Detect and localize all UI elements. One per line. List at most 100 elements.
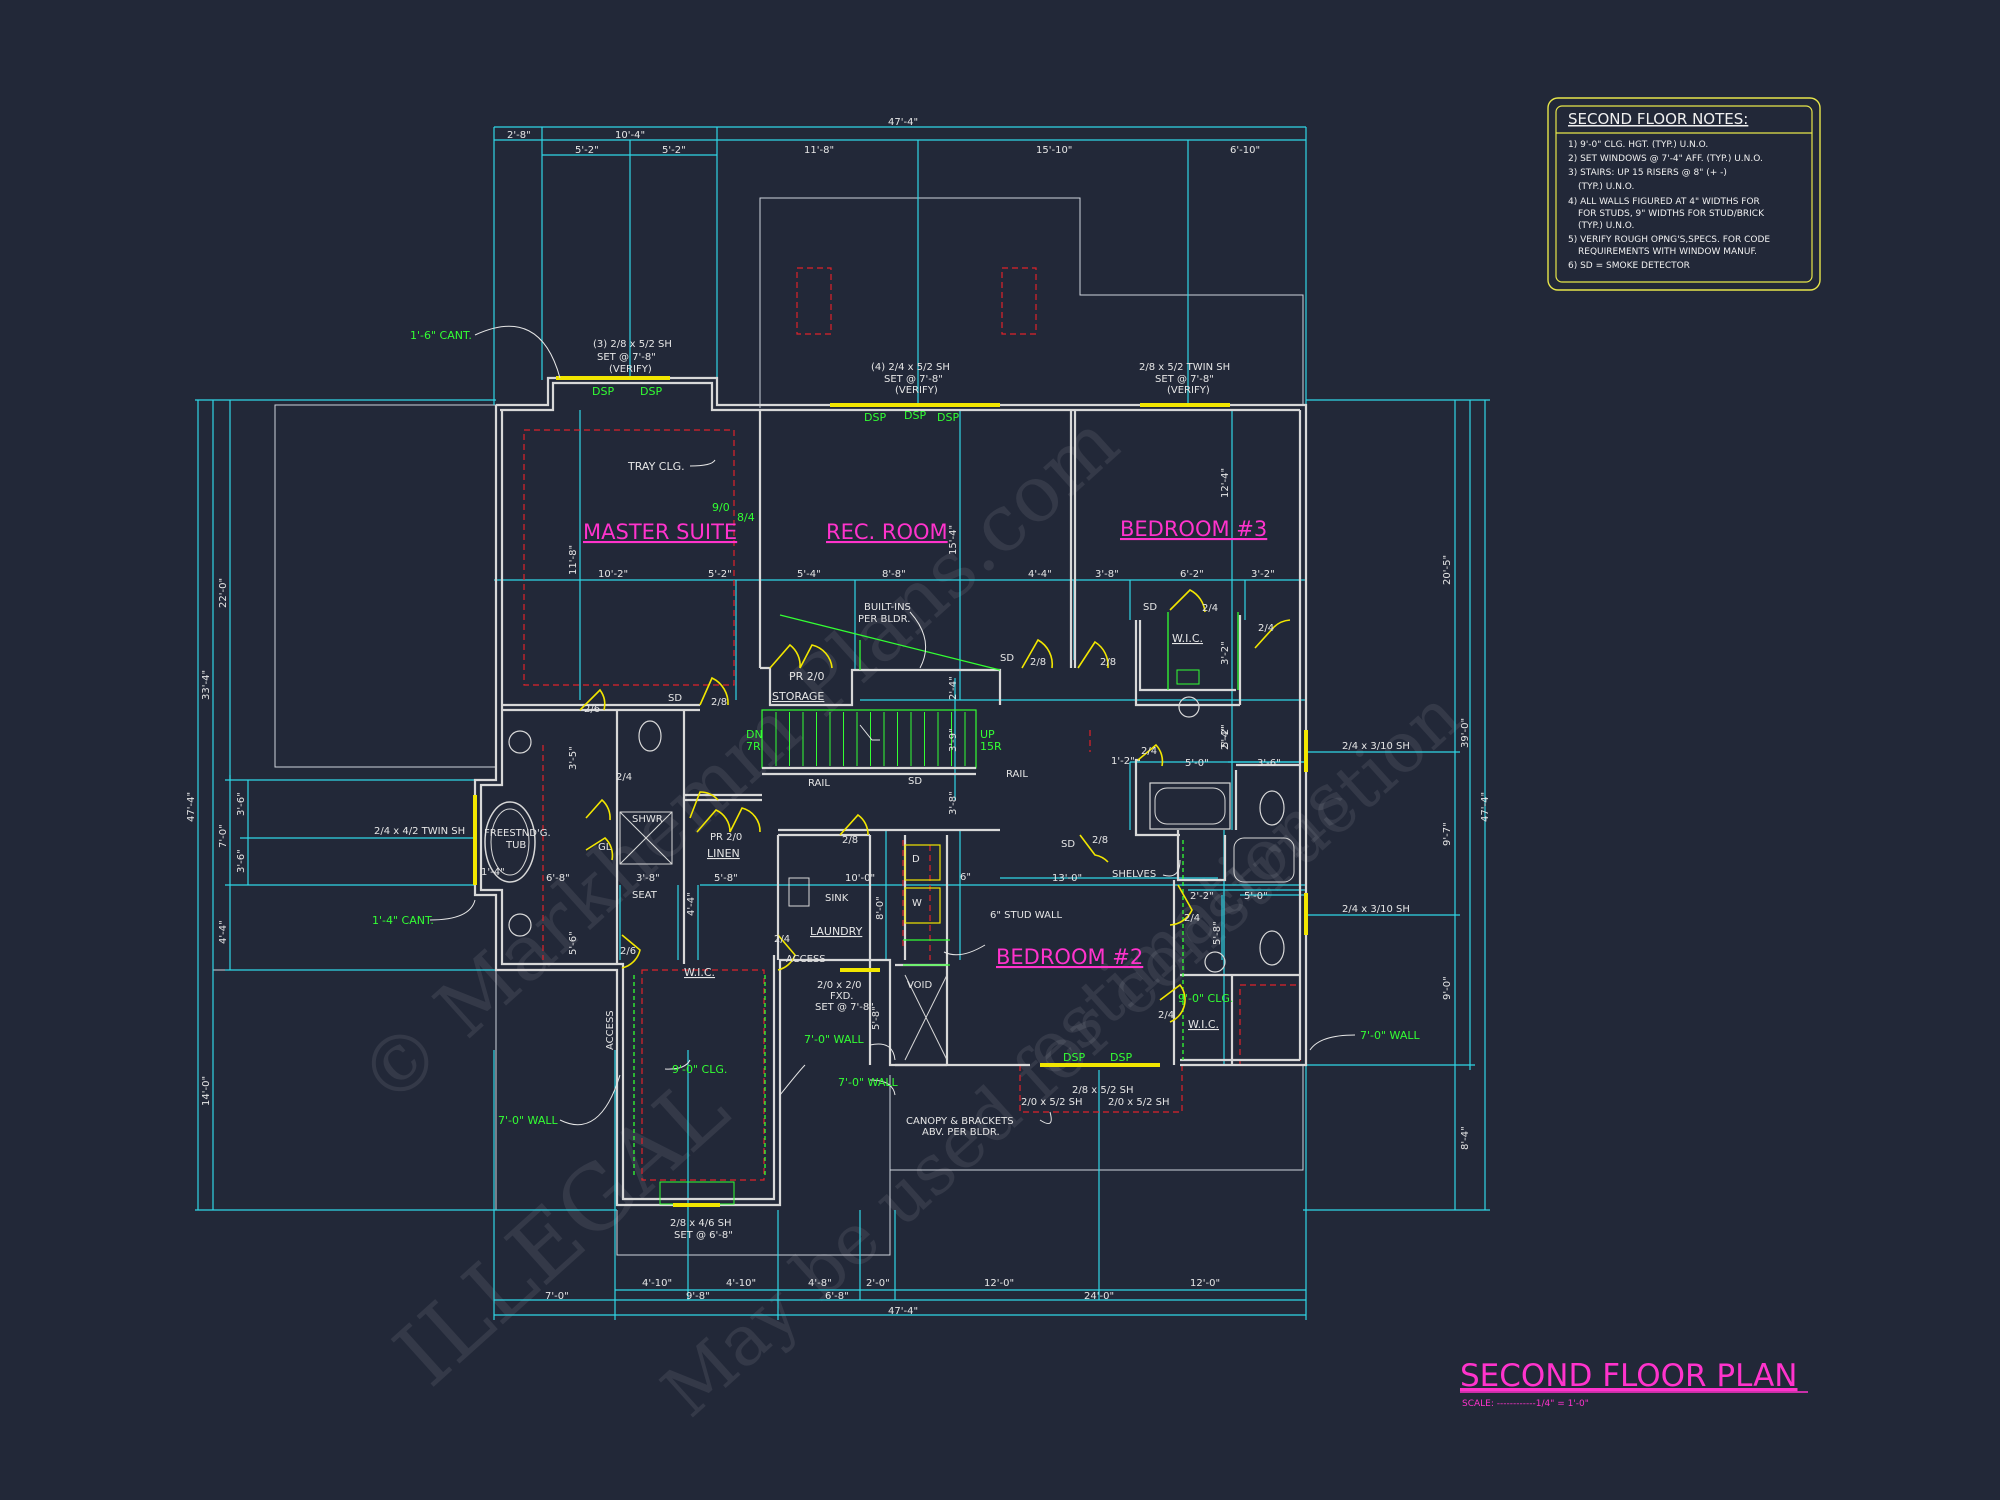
- dim-text: 4'-4": [218, 920, 229, 944]
- door-swing: [777, 934, 796, 971]
- note-line: 4) ALL WALLS FIGURED AT 4" WIDTHS FOR: [1568, 197, 1760, 207]
- door-callout: 2/8: [711, 697, 727, 708]
- label-rail-left: RAIL: [808, 778, 830, 789]
- note-line: REQUIREMENTS WITH WINDOW MANUF.: [1578, 247, 1757, 257]
- stair-arrow: [859, 724, 880, 741]
- room-rec-room: REC. ROOM: [826, 520, 948, 544]
- dim-text: 2'-8": [507, 130, 531, 141]
- dim-text: 11'-8": [568, 545, 579, 575]
- label-canopy1: CANOPY & BRACKETS: [906, 1116, 1014, 1127]
- door-callout: 2/8: [842, 835, 858, 846]
- label-tub: TUB: [505, 840, 526, 851]
- plan-scale: SCALE: ------------1/4" = 1'-0": [1462, 1399, 1589, 1409]
- dim-top-total: 47'-4": [888, 117, 918, 128]
- fixtures: [484, 612, 1295, 1205]
- door-swing: [1137, 743, 1164, 767]
- dimension-lines: [195, 126, 1490, 1320]
- door-callout: 2/8: [1030, 657, 1046, 668]
- dim-text: 5'-0": [1244, 891, 1268, 902]
- door-swing: [621, 934, 641, 969]
- door-callouts: 2/6 2/8 2/8 2/8 2/4 2/4 2/8 2/4 2/6 2/4 …: [584, 501, 1274, 1021]
- label-shwr: SHWR: [632, 814, 663, 825]
- window-callout: 2/4 x 3/10 SH: [1342, 904, 1410, 915]
- window-callout: (VERIFY): [895, 385, 938, 396]
- label-glass: GL: [598, 842, 612, 853]
- window-callout: 2/4 x 3/10 SH: [1342, 741, 1410, 752]
- room-bedroom2: BEDROOM #2: [996, 945, 1143, 969]
- dim-text: 5'-4": [797, 569, 821, 580]
- toilet-icon: [638, 720, 662, 752]
- label-freestanding: FREESTND'G.: [484, 828, 551, 839]
- wic-ceiling-outline: [641, 969, 765, 1181]
- second-floor-notes: SECOND FLOOR NOTES: 1) 9'-0" CLG. HGT. (…: [1547, 97, 1821, 291]
- label-laundry: LAUNDRY: [810, 925, 863, 938]
- door-callout: 2/4: [1258, 623, 1274, 634]
- door-callout: 2/4: [1202, 603, 1218, 614]
- dim-text: 11'-8": [804, 145, 834, 156]
- dim-text: 24'-0": [1084, 1291, 1114, 1302]
- dim-text: 15'-4": [948, 525, 959, 555]
- dim-text: 12'-4": [1220, 468, 1231, 498]
- label-wic-bed3: W.I.C.: [1172, 632, 1203, 645]
- watermark-line4: estimations: [1007, 758, 1366, 1093]
- label-storage: STORAGE: [772, 690, 824, 703]
- dim-text: 8'-4": [1460, 1126, 1471, 1150]
- door-swing: [769, 643, 801, 669]
- dim-text: 3'-8": [948, 791, 959, 815]
- window-callout: SET @ 7'-8": [597, 352, 656, 363]
- dsp-label: DSP: [592, 385, 614, 398]
- note-clg-wic: 9'-0" CLG.: [672, 1063, 727, 1076]
- note-line: 3) STAIRS: UP 15 RISERS @ 8" (+ -): [1568, 168, 1727, 178]
- door-callout: 2/8: [1100, 657, 1116, 668]
- dim-text: 3'-6": [236, 849, 247, 873]
- notes-box-outer: [1547, 97, 1821, 291]
- label-stair-up: UP: [980, 728, 995, 741]
- label-stud-wall: 6" STUD WALL: [990, 910, 1063, 921]
- dim-text: 9'-8": [686, 1291, 710, 1302]
- door-callout: 2/8: [1092, 835, 1108, 846]
- washer-icon: [904, 887, 941, 924]
- door-callout: 2/4: [1158, 1010, 1174, 1021]
- stair-treads: [775, 712, 966, 766]
- note-line: FOR STUDS, 9" WIDTHS FOR STUD/BRICK: [1578, 209, 1765, 219]
- label-rail-right: RAIL: [1006, 769, 1028, 780]
- dim-text: 2'-2": [1190, 891, 1214, 902]
- window-callout: (VERIFY): [609, 364, 652, 375]
- room-bedroom3: BEDROOM #3: [1120, 517, 1267, 541]
- dim-text: 5'-2": [662, 145, 686, 156]
- dim-text: 2'-4": [948, 676, 959, 700]
- dim-text: 1'-2": [1111, 756, 1135, 767]
- roof-vent-right: [1001, 267, 1037, 335]
- dim-text: 5'-8": [714, 873, 738, 884]
- dim-text: 39'-0": [1460, 718, 1471, 748]
- door-swing: [1254, 619, 1291, 649]
- note-line: (TYP.) U.N.O.: [1578, 182, 1634, 192]
- door-swing: [696, 809, 731, 833]
- dim-text: 4'-4": [1028, 569, 1052, 580]
- door-swing: [1077, 640, 1109, 669]
- dim-text: 6": [960, 872, 971, 883]
- window-callout: (VERIFY): [1167, 385, 1210, 396]
- door-callout: 2/4: [774, 934, 790, 945]
- window-callout: SET @ 7'-8": [1155, 374, 1214, 385]
- smoke-detector: SD: [668, 693, 682, 704]
- leaders: [429, 325, 1356, 1126]
- door-callout: 2/4: [1141, 746, 1157, 757]
- porch-outline: [889, 1065, 1304, 1171]
- label-access-laundry: ACCESS: [786, 954, 826, 965]
- rear-roof-outline: [759, 197, 1304, 408]
- window-callout: (4) 2/4 x 5/2 SH: [871, 362, 950, 373]
- dsp-label: DSP: [864, 411, 886, 424]
- dim-text: 1'-4": [481, 867, 505, 878]
- label-seat: SEAT: [632, 890, 658, 901]
- dim-text: 7'-0": [218, 824, 229, 848]
- door-swing: [699, 676, 729, 706]
- toilet-icon: [1259, 930, 1285, 966]
- dim-text: 5'-2": [575, 145, 599, 156]
- note-line: 6) SD = SMOKE DETECTOR: [1568, 261, 1690, 271]
- label-access-wic: ACCESS: [605, 1010, 616, 1050]
- door-swing: [579, 688, 606, 711]
- dim-text: 3'-8": [1095, 569, 1119, 580]
- dim-text: 3'-9": [948, 728, 959, 752]
